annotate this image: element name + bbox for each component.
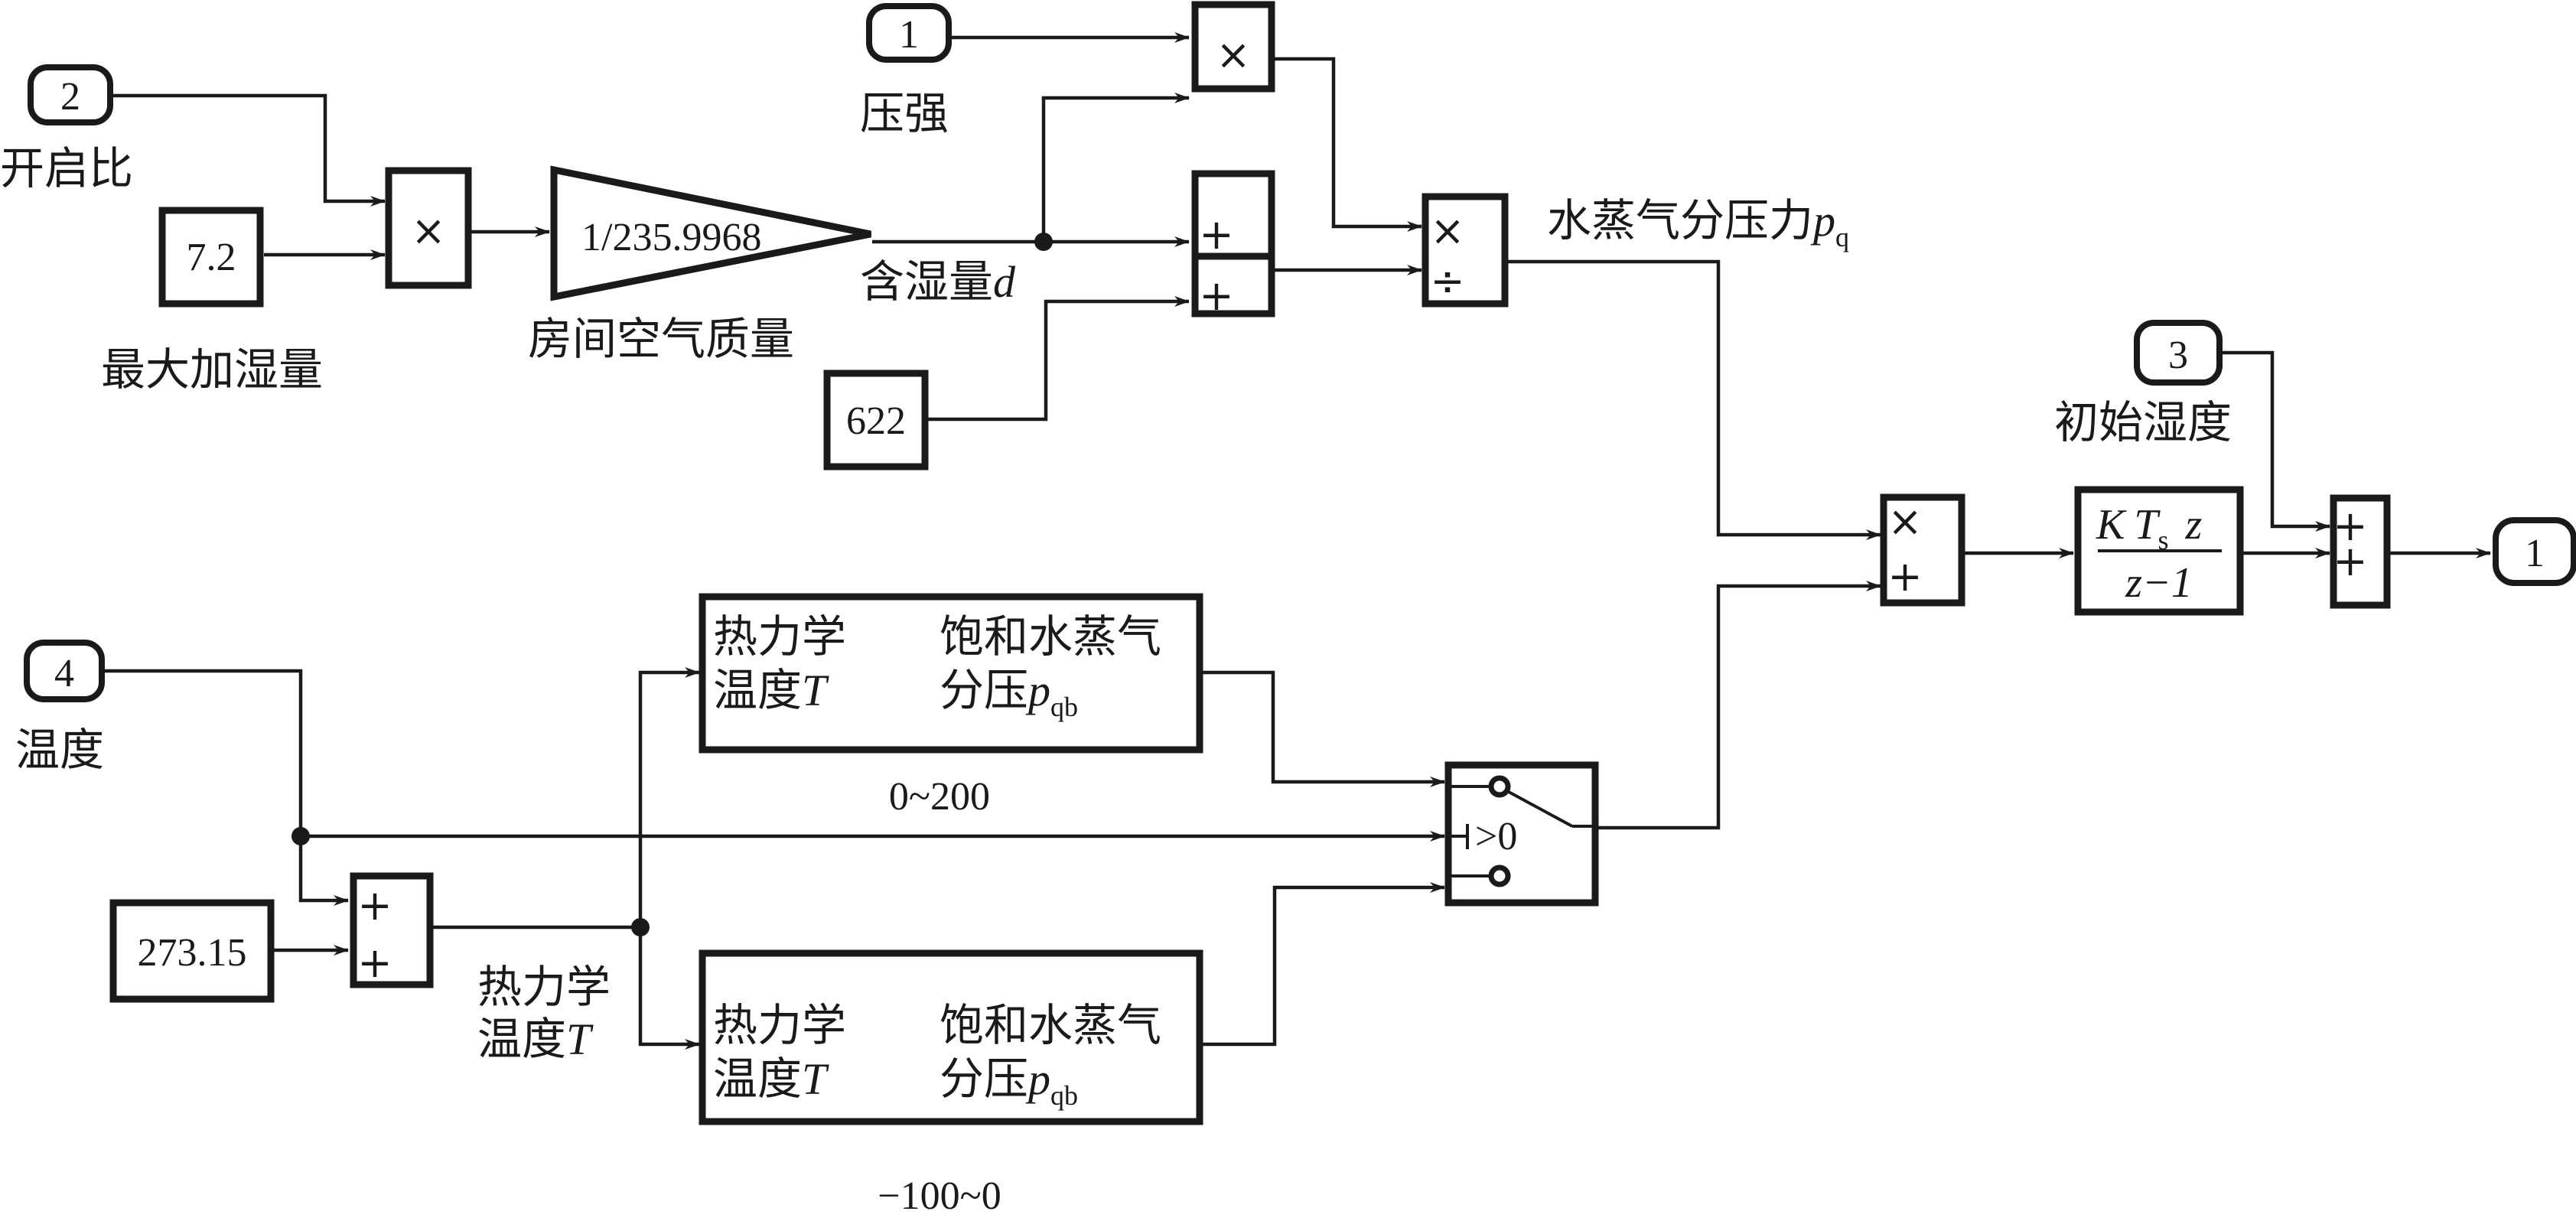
sum-block-1[interactable]: + + bbox=[1191, 170, 1275, 320]
junction-dot bbox=[1034, 233, 1053, 251]
product-block-3[interactable]: × + bbox=[1880, 493, 1965, 607]
constant-block-max-humidify[interactable]: 7.2 bbox=[158, 207, 264, 308]
svg-text:1/235.9968: 1/235.9968 bbox=[581, 216, 761, 259]
svg-text:热力学: 热力学 bbox=[713, 1001, 846, 1050]
inport-3[interactable]: 3 bbox=[2134, 320, 2223, 386]
svg-text:z−1: z−1 bbox=[2125, 559, 2193, 607]
divide-icon: ÷ bbox=[1430, 257, 1464, 305]
outport-1[interactable]: 1 bbox=[2493, 517, 2576, 586]
svg-text:分压pqb: 分压pqb bbox=[940, 666, 1078, 722]
svg-text:1: 1 bbox=[2525, 532, 2545, 575]
inport-1-label: 压强 bbox=[860, 89, 949, 138]
times-icon: × bbox=[411, 207, 445, 255]
svg-text:273.15: 273.15 bbox=[138, 931, 247, 975]
svg-text:温度T: 温度T bbox=[713, 1054, 829, 1104]
wires bbox=[103, 32, 2491, 1050]
wire-lookup2-switch bbox=[1203, 882, 1445, 1047]
inport-4-label: 温度 bbox=[15, 725, 104, 775]
wire-in3-sum3 bbox=[2221, 350, 2330, 532]
lookup-block-negative[interactable]: 热力学 温度T 饱和水蒸气 分压pqb bbox=[699, 949, 1203, 1125]
signal-label-thermo-temp-line1: 热力学 bbox=[477, 962, 611, 1012]
gain-block[interactable]: 1/235.9968 bbox=[550, 165, 871, 301]
junction-dot bbox=[291, 827, 310, 845]
plus-icon: + bbox=[1887, 552, 1922, 601]
svg-text:3: 3 bbox=[2168, 334, 2188, 377]
times-icon: × bbox=[1430, 207, 1464, 255]
svg-text:622: 622 bbox=[846, 399, 906, 443]
svg-text:热力学: 热力学 bbox=[713, 612, 846, 662]
constant-block-273-15[interactable]: 273.15 bbox=[109, 899, 275, 1003]
times-icon: × bbox=[1887, 497, 1922, 545]
product-divide-block[interactable]: × ÷ bbox=[1422, 193, 1509, 308]
wire-T-lookup1 bbox=[638, 667, 700, 927]
wire-switch-mult3 bbox=[1596, 581, 1881, 830]
product-block-2[interactable]: × bbox=[1191, 1, 1275, 93]
switch-contact-icon bbox=[1488, 775, 1511, 798]
svg-text:温度T: 温度T bbox=[713, 666, 829, 715]
plus-icon: + bbox=[2333, 502, 2367, 550]
wire-mult2-multdiv bbox=[1273, 57, 1422, 232]
inport-number: 2 bbox=[60, 75, 80, 119]
wire-T-lookup2 bbox=[638, 927, 700, 1050]
svg-text:饱和水蒸气: 饱和水蒸气 bbox=[940, 612, 1161, 662]
wire-622-sum1 bbox=[927, 296, 1190, 422]
svg-text:分压pqb: 分压pqb bbox=[940, 1054, 1078, 1111]
svg-text:7.2: 7.2 bbox=[187, 236, 236, 279]
junction-dot bbox=[631, 918, 650, 936]
inport-2-label: 开启比 bbox=[0, 144, 133, 194]
inport-1[interactable]: 1 bbox=[866, 3, 952, 63]
inport-4[interactable]: 4 bbox=[24, 640, 105, 702]
svg-text:饱和水蒸气: 饱和水蒸气 bbox=[940, 1001, 1161, 1050]
wire-lookup1-switch bbox=[1203, 670, 1445, 787]
times-icon: × bbox=[1216, 31, 1250, 79]
svg-text:1: 1 bbox=[899, 13, 919, 57]
constant-block-622[interactable]: 622 bbox=[823, 370, 929, 470]
plus-icon: + bbox=[2333, 537, 2367, 585]
product-block-1[interactable]: × bbox=[385, 167, 472, 289]
signal-label-thermo-temp-line2: 温度T bbox=[477, 1014, 594, 1064]
signal-label-vapor-pressure: 水蒸气分压力pq bbox=[1547, 196, 1849, 252]
wire-in4-sum2 bbox=[103, 669, 349, 906]
sum-block-3[interactable]: + + bbox=[2330, 494, 2391, 609]
plus-icon: + bbox=[1199, 210, 1233, 259]
plus-icon: + bbox=[357, 881, 392, 930]
wire-d-mult2 bbox=[1041, 93, 1190, 242]
switch-contact-icon bbox=[1488, 864, 1511, 887]
signal-label-moisture: 含湿量d bbox=[860, 257, 1016, 307]
inport-2[interactable]: 2 bbox=[28, 64, 113, 125]
lookup-block-positive[interactable]: 热力学 温度T 饱和水蒸气 分压pqb bbox=[699, 593, 1203, 754]
wire-in2-mult1 bbox=[112, 93, 386, 207]
svg-text:>0: >0 bbox=[1475, 815, 1517, 858]
constant-label: 最大加湿量 bbox=[101, 345, 323, 395]
sum-block-2[interactable]: + + bbox=[350, 872, 434, 988]
gain-label: 房间空气质量 bbox=[528, 314, 794, 364]
lookup-range-label: 0~200 bbox=[889, 775, 990, 819]
switch-block[interactable]: >0 bbox=[1444, 761, 1599, 907]
inport-3-label: 初始湿度 bbox=[2054, 398, 2232, 448]
wire-pq-mult3 bbox=[1506, 259, 1881, 540]
svg-text:4: 4 bbox=[54, 652, 74, 695]
sum-block-1-frame bbox=[1191, 170, 1275, 317]
plus-icon: + bbox=[357, 939, 392, 987]
lookup-range-label: −100~0 bbox=[878, 1174, 1001, 1218]
